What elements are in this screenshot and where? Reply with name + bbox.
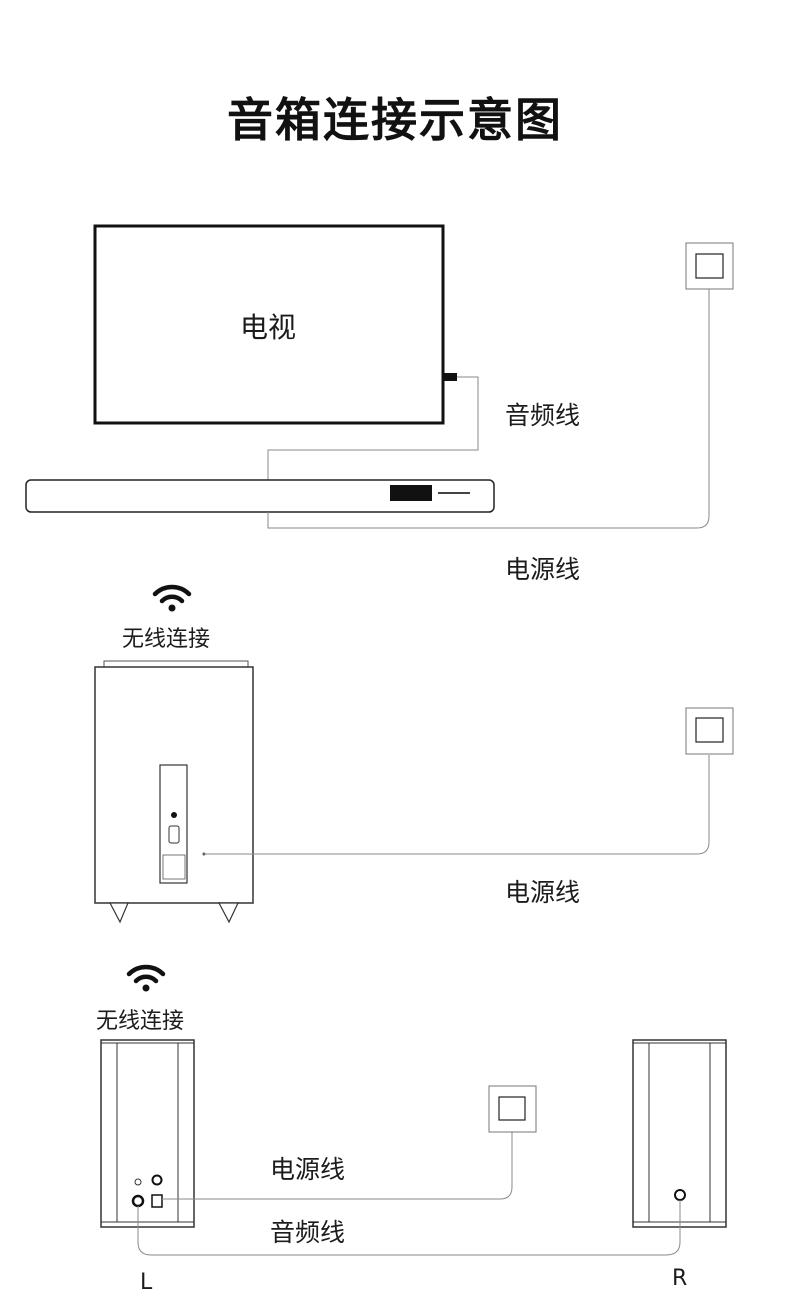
- page-title: 音箱连接示意图: [227, 93, 563, 147]
- power-outlet-icon: [488, 1085, 537, 1133]
- audio-cable-label: 音频线: [505, 401, 581, 430]
- tv-label: 电视: [240, 311, 297, 344]
- tv-screen: [93, 224, 445, 425]
- power-cable-label: 电源线: [270, 1155, 346, 1184]
- audio-cable-2: [137, 1200, 681, 1256]
- soundbar: [25, 479, 495, 513]
- left-speaker-label: L: [140, 1270, 153, 1295]
- audio-cable-label: 音频线: [270, 1218, 346, 1247]
- power-outlet-icon: [685, 242, 734, 290]
- left-speaker: [100, 1039, 195, 1228]
- wifi-icon: [126, 964, 166, 992]
- right-speaker-label: R: [672, 1266, 688, 1291]
- power-cable-label: 电源线: [505, 555, 581, 584]
- right-speaker: [632, 1039, 727, 1228]
- wifi-icon: [152, 584, 192, 612]
- power-cable-label: 电源线: [505, 878, 581, 907]
- subwoofer: [94, 660, 254, 924]
- power-cable-2: [204, 755, 710, 855]
- audio-cable-1: [267, 376, 479, 484]
- power-cable-3: [162, 1132, 513, 1200]
- power-cable-1: [267, 287, 710, 529]
- soundbar-display: [390, 485, 432, 501]
- wireless-label: 无线连接: [122, 627, 211, 652]
- tv-audio-port: [443, 373, 457, 381]
- wireless-label: 无线连接: [96, 1009, 185, 1034]
- power-outlet-icon: [685, 707, 734, 755]
